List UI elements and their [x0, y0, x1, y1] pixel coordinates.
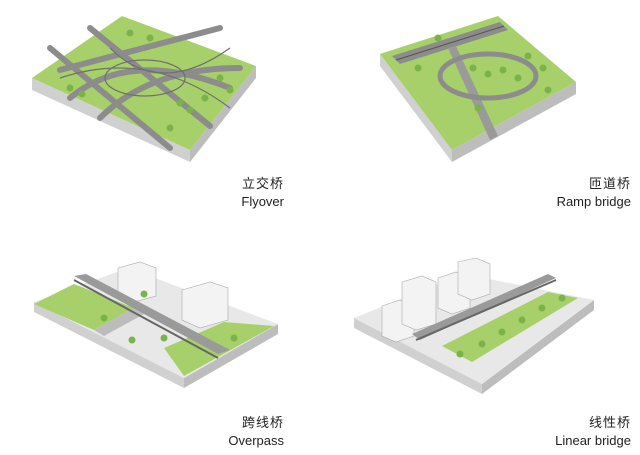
- ramp-diagram: [380, 16, 576, 162]
- linear-panel: [352, 258, 598, 398]
- flyover-label-zh: 立交桥: [241, 177, 284, 192]
- linear-label-zh: 线性桥: [588, 416, 631, 431]
- ramp-label-zh: 匝道桥: [588, 177, 631, 192]
- overpass-diagram: [34, 261, 278, 388]
- ramp-panel: [378, 8, 578, 168]
- flyover-panel: [30, 8, 260, 168]
- flyover-diagram: [32, 16, 256, 162]
- overpass-panel: [34, 258, 280, 388]
- linear-diagram: [354, 258, 594, 394]
- linear-label-en: Linear bridge: [555, 433, 631, 448]
- flyover-caption: 立交桥 Flyover: [241, 176, 284, 210]
- overpass-label-zh: 跨线桥: [241, 416, 284, 431]
- overpass-label-en: Overpass: [228, 433, 284, 448]
- ramp-caption: 匝道桥 Ramp bridge: [557, 176, 631, 210]
- ramp-label-en: Ramp bridge: [556, 194, 631, 209]
- flyover-label-en: Flyover: [241, 194, 284, 209]
- overpass-caption: 跨线桥 Overpass: [228, 415, 284, 449]
- linear-caption: 线性桥 Linear bridge: [555, 415, 631, 449]
